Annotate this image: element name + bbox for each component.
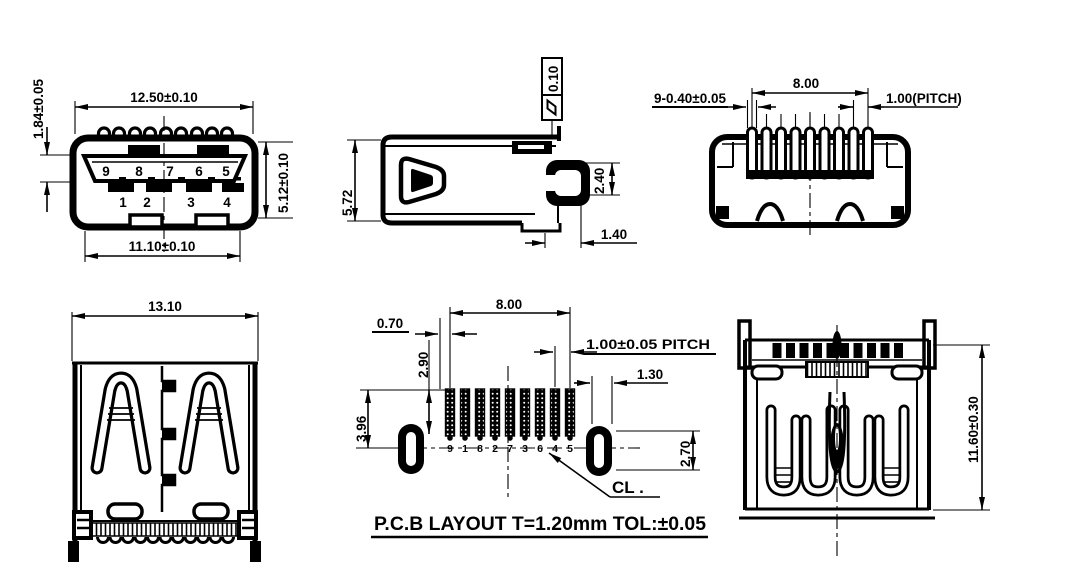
front-pin-6: 6 [195, 164, 203, 179]
front-dim-left: 1.84±0.05 [31, 79, 46, 139]
pad-num-7: 6 [537, 443, 543, 455]
rear-pins [746, 88, 874, 180]
side-dim-tail: 1.40 [601, 227, 627, 242]
pad-num-2: 1 [462, 443, 468, 455]
side-solder-fork [536, 160, 590, 206]
front-dim-right: 5.12±0.10 [276, 153, 291, 213]
front-pin-1: 1 [119, 195, 127, 210]
front-pin-5: 5 [222, 164, 230, 179]
front-pin-3: 3 [187, 195, 195, 210]
pcb-note: P.C.B LAYOUT T=1.20mm TOL:±0.05 [374, 514, 706, 535]
front-view: 9 8 7 6 5 1 2 3 4 12.50±0.10 [31, 79, 293, 262]
pad-num-3: 8 [477, 443, 483, 455]
pcb-pad-numbers: 9 1 8 2 7 3 6 4 5 [447, 443, 573, 455]
front-tongue [80, 154, 249, 183]
side-shell-outline [380, 134, 560, 226]
front-dimensions: 12.50±0.10 11.10±0.10 1.84±0.05 5.12±0.1… [31, 79, 293, 262]
front-bottom-latches [128, 213, 230, 229]
front-lower-pin-numbers: 1 2 3 4 [119, 195, 231, 210]
rear-dimensions: 8.00 9-0.40±0.05 1.00(PITCH) [652, 76, 962, 110]
side-flatness-frame: 0.10 [541, 57, 563, 138]
top-dimensions: 13.10 [71, 299, 259, 361]
front-pin-9: 9 [102, 164, 110, 179]
pcb-dim-hole: 2.70 [678, 441, 693, 467]
rear-inner-steps [717, 142, 903, 168]
top-spring-contacts [90, 371, 240, 475]
rear-dim-pitch: 1.00(PITCH) [886, 91, 962, 106]
pad-num-4: 2 [492, 443, 498, 455]
top-dim-width: 13.10 [148, 299, 182, 314]
front-lower-contacts [108, 183, 244, 192]
side-view: 0.10 5.72 2.40 1.40 [340, 57, 637, 248]
pcb-pads [444, 388, 576, 441]
rear-dim-span: 8.00 [793, 76, 819, 91]
rear-view: 8.00 9-0.40±0.05 1.00(PITCH) [652, 76, 962, 236]
pcb-dim-hole-offset: 1.30 [637, 367, 663, 382]
pcb-dim-span: 8.00 [496, 297, 522, 312]
pcb-centerline-label: CL . [612, 478, 644, 497]
side-dim-height: 5.72 [340, 190, 355, 216]
front-pin-bumps [96, 126, 235, 141]
top-bottom-details [68, 502, 261, 562]
front-top-latches [128, 145, 229, 154]
front-pin-7: 7 [166, 164, 174, 179]
bottom-dim-height: 11.60±0.30 [966, 396, 981, 463]
pad-num-9: 5 [567, 443, 573, 455]
top-view: 13.10 [68, 299, 261, 562]
pad-num-5: 7 [507, 443, 513, 455]
side-dim-fork: 2.40 [592, 168, 607, 194]
front-tongue-pin-numbers: 9 8 7 6 5 [102, 164, 230, 179]
flatness-icon [546, 98, 557, 117]
bottom-dimensions: 11.60±0.30 [933, 344, 990, 511]
pcb-dimensions: 8.00 0.70 2.90 3.96 1.00±0.05 PITCH 1.30 [354, 297, 716, 498]
pcb-dim-pad-length: 2.90 [416, 352, 431, 378]
pad-num-8: 4 [552, 443, 558, 455]
pad-num-6: 3 [522, 443, 528, 455]
rear-dim-pin: 9-0.40±0.05 [654, 91, 726, 106]
side-foot [520, 206, 562, 233]
front-dim-top: 12.50±0.10 [130, 90, 197, 105]
front-pin-2: 2 [143, 195, 151, 210]
pcb-dim-row: 3.96 [354, 415, 369, 442]
front-shell-outline [69, 134, 259, 231]
pcb-dim-offset: 0.70 [377, 316, 403, 331]
pcb-dim-pitch: 1.00±0.05 PITCH [586, 337, 710, 352]
pcb-layout-view: 9 1 8 2 7 3 6 4 5 8.00 0.70 [354, 297, 716, 539]
pcb-mounting-holes [398, 424, 612, 476]
bottom-view: 11.60±0.30 [737, 319, 990, 558]
pad-num-1: 9 [447, 443, 453, 455]
side-dimensions: 5.72 2.40 1.40 [340, 139, 637, 248]
side-top-clip [512, 126, 561, 154]
side-d-hole [398, 156, 447, 205]
side-flatness-value: 0.10 [546, 66, 561, 92]
rear-bottom-details [716, 201, 904, 222]
front-dim-bottom: 11.10±0.10 [129, 239, 196, 254]
front-pin-4: 4 [223, 195, 231, 210]
front-pin-8: 8 [135, 164, 143, 179]
top-parting-line [160, 366, 177, 512]
